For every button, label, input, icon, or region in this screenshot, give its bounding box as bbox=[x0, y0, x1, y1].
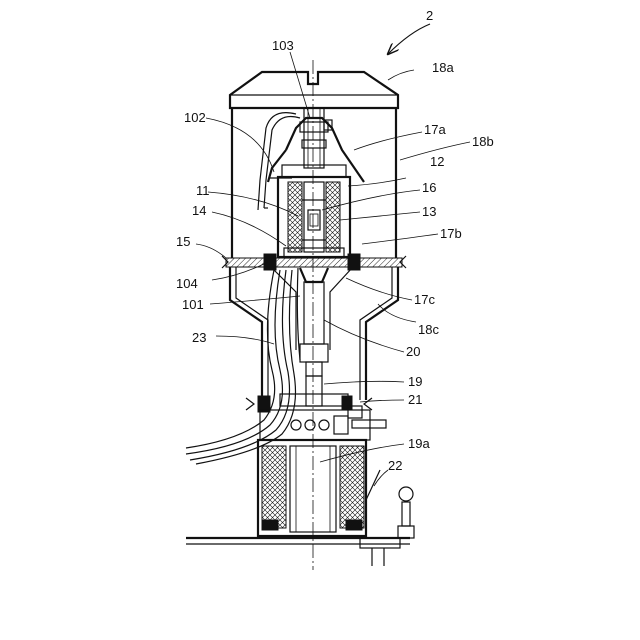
top-cover-18a bbox=[230, 72, 398, 108]
figure-arrow bbox=[388, 24, 430, 54]
shaft-20 bbox=[300, 282, 328, 376]
label-101: 101 bbox=[182, 297, 204, 312]
label-18a: 18a bbox=[432, 60, 454, 75]
label-104: 104 bbox=[176, 276, 198, 291]
label-15: 15 bbox=[176, 234, 190, 249]
label-17b: 17b bbox=[440, 226, 462, 241]
label-2: 2 bbox=[426, 8, 433, 23]
label-20: 20 bbox=[406, 344, 420, 359]
label-11: 11 bbox=[196, 183, 210, 198]
label-23: 23 bbox=[192, 330, 206, 345]
rod-19 bbox=[246, 376, 372, 412]
label-18b: 18b bbox=[472, 134, 494, 149]
label-19a: 19a bbox=[408, 436, 430, 451]
leader-lines bbox=[196, 52, 470, 486]
upper-housing-18b bbox=[232, 108, 396, 258]
figure-reference bbox=[388, 24, 430, 54]
label-19: 19 bbox=[408, 374, 422, 389]
label-17a: 17a bbox=[424, 122, 446, 137]
label-102: 102 bbox=[184, 110, 206, 125]
label-12: 12 bbox=[430, 154, 444, 169]
label-103: 103 bbox=[272, 38, 294, 53]
lower-housing-18c bbox=[230, 267, 398, 400]
label-18c: 18c bbox=[418, 322, 439, 337]
label-17c: 17c bbox=[414, 292, 435, 307]
label-16: 16 bbox=[422, 180, 436, 195]
label-22: 22 bbox=[388, 458, 402, 473]
stand-22 bbox=[186, 470, 414, 566]
label-21: 21 bbox=[408, 392, 422, 407]
inner-funnel-17c bbox=[272, 268, 352, 350]
label-13: 13 bbox=[422, 204, 436, 219]
label-14: 14 bbox=[192, 203, 206, 218]
